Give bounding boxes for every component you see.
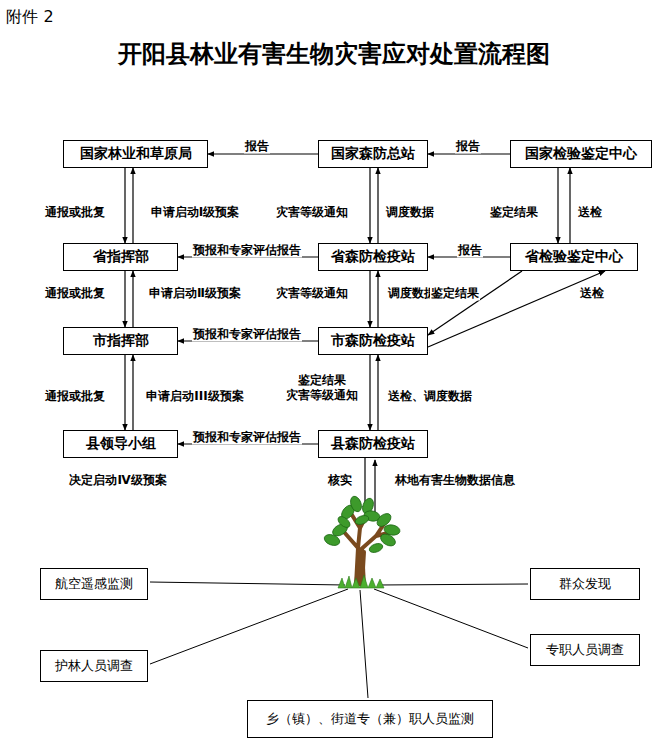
edge-label: 申请启动III级预案 bbox=[145, 389, 244, 404]
edge-label: 鉴定结果 bbox=[489, 205, 539, 220]
box-text: 省指挥部 bbox=[93, 248, 149, 266]
connector-arrow bbox=[428, 271, 605, 347]
edge-label: 鉴定结果 bbox=[430, 286, 480, 301]
edge-label: 灾害等级通知 bbox=[275, 205, 349, 220]
box-text: 省检验鉴定中心 bbox=[525, 248, 623, 266]
connector-arrow bbox=[428, 153, 510, 154]
edge-label: 预报和专家评估报告 bbox=[192, 430, 302, 445]
edge-label: 预报和专家评估报告 bbox=[192, 327, 302, 342]
connector-arrow bbox=[557, 168, 558, 243]
edge-label: 申请启动Ⅰ级预案 bbox=[150, 205, 240, 220]
edge-label: 报告 bbox=[455, 139, 481, 154]
connector-arrow bbox=[132, 355, 133, 430]
box-text: 航空遥感监测 bbox=[55, 575, 133, 593]
process-box: 国家检验鉴定中心 bbox=[510, 140, 652, 168]
process-box: 县森防检疫站 bbox=[318, 430, 428, 458]
edge-label: 报告 bbox=[244, 139, 270, 154]
process-box: 群众发现 bbox=[530, 568, 640, 600]
box-text: 县领导小组 bbox=[86, 435, 156, 453]
note-text: 核实 bbox=[327, 472, 353, 489]
process-box: 护林人员调查 bbox=[40, 650, 148, 682]
edge-label: 送检 bbox=[577, 205, 603, 220]
note-text: 决定启动Ⅳ级预案 bbox=[68, 472, 167, 489]
process-box: 县领导小组 bbox=[63, 430, 178, 458]
connector-arrow bbox=[124, 271, 125, 327]
box-text: 县森防检疫站 bbox=[331, 435, 415, 453]
connector-arrow bbox=[369, 168, 370, 243]
edge-label: 报告 bbox=[457, 243, 483, 258]
connector-arrow bbox=[369, 271, 370, 327]
process-box: 市森防检疫站 bbox=[318, 327, 428, 355]
connector-arrow bbox=[377, 271, 378, 327]
process-box: 乡（镇）、街道专（兼）职人员监测 bbox=[247, 700, 493, 738]
connector-arrow bbox=[377, 168, 378, 243]
box-text: 护林人员调查 bbox=[55, 657, 133, 675]
connector-arrow bbox=[132, 271, 133, 327]
note-text: 附件 2 bbox=[5, 7, 54, 28]
box-text: 市森防检疫站 bbox=[331, 332, 415, 350]
process-box: 省检验鉴定中心 bbox=[510, 243, 638, 271]
connector-arrow bbox=[124, 168, 125, 243]
connector-arrow bbox=[208, 153, 318, 154]
box-text: 国家林业和草原局 bbox=[80, 145, 192, 163]
edge-label: 送检 bbox=[579, 286, 605, 301]
process-box: 市指挥部 bbox=[63, 327, 178, 355]
edge-label: 预报和专家评估报告 bbox=[192, 243, 302, 258]
edge-label: 通报或批复 bbox=[44, 389, 106, 404]
tree-illustration bbox=[150, 458, 528, 698]
box-text: 群众发现 bbox=[559, 575, 611, 593]
leader-lines bbox=[150, 582, 528, 698]
edge-label: 通报或批复 bbox=[44, 205, 106, 220]
edge-label: 调度数据 bbox=[385, 205, 435, 220]
process-box: 航空遥感监测 bbox=[40, 568, 148, 600]
box-text: 市指挥部 bbox=[93, 332, 149, 350]
process-box: 国家林业和草原局 bbox=[63, 140, 208, 168]
connector-arrow bbox=[377, 355, 378, 430]
process-box: 国家森防总站 bbox=[318, 140, 428, 168]
note-text: 林地有害生物数据信息 bbox=[394, 472, 516, 489]
box-text: 乡（镇）、街道专（兼）职人员监测 bbox=[266, 710, 474, 728]
edge-label: 送检、调度数据 bbox=[387, 389, 473, 404]
box-text: 专职人员调查 bbox=[546, 641, 624, 659]
box-text: 省森防检疫站 bbox=[331, 248, 415, 266]
edge-label: 申请启动Ⅱ级预案 bbox=[148, 286, 242, 301]
connector-arrow bbox=[428, 271, 522, 335]
connector-arrow bbox=[569, 168, 570, 243]
connector-arrow bbox=[369, 355, 370, 430]
connector-arrow bbox=[132, 168, 133, 243]
edge-label: 鉴定结果 灾害等级通知 bbox=[281, 373, 363, 403]
process-box: 专职人员调查 bbox=[530, 634, 640, 666]
process-box: 省指挥部 bbox=[63, 243, 178, 271]
box-text: 国家森防总站 bbox=[331, 145, 415, 163]
process-box: 省森防检疫站 bbox=[318, 243, 428, 271]
edge-label: 灾害等级通知 bbox=[275, 286, 349, 301]
edge-label: 通报或批复 bbox=[44, 286, 106, 301]
diagram-title: 开阳县林业有害生物灾害应对处置流程图 bbox=[0, 38, 667, 70]
box-text: 国家检验鉴定中心 bbox=[525, 145, 637, 163]
connector-arrow bbox=[124, 355, 125, 430]
